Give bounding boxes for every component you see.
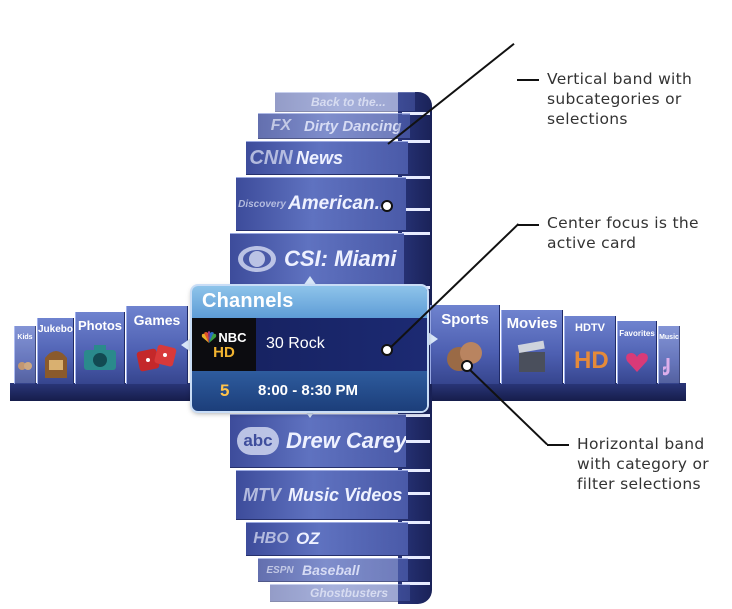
vertical-card-title: Ghostbusters [310,586,389,600]
vertical-card[interactable]: Ghostbusters [270,584,410,602]
category-card-hdtv[interactable]: HDTV HD [564,316,616,384]
channel-logo: ESPN [266,564,294,576]
callout-line-horizontal-h [547,444,569,446]
callout-dot [381,200,393,212]
up-arrow-icon [303,276,317,286]
category-card-movies[interactable]: Movies [501,310,563,384]
category-card-music[interactable]: Music [658,326,680,384]
network-logo: NBC HD [192,318,256,371]
vertical-card-title: Baseball [302,562,360,578]
vertical-card-title: Back to the... [311,95,386,109]
category-label: Sports [441,311,489,328]
band-separator [402,112,430,115]
category-label: Movies [506,315,558,332]
music-note-icon [663,358,670,376]
focus-show-title: 30 Rock [266,335,325,352]
vertical-card-title: Music Videos [288,484,403,505]
vertical-card-title: News [296,147,344,168]
vertical-card-title: Drew Carey [286,428,406,453]
category-label: Games [133,312,181,328]
jukebox-icon [44,351,67,378]
channel-logo: MTV [243,484,281,505]
network-name: NBC [218,329,247,345]
channel-logo: abc [230,427,286,455]
band-separator [402,492,430,495]
channel-logo: FX [270,117,292,134]
vertical-card[interactable]: Back to the... [275,92,415,112]
left-arrow-icon [181,338,191,352]
cbs-eye-logo [230,244,284,274]
channel-number: 5 [220,381,230,400]
camera-icon [84,345,116,370]
vertical-card-title: Dirty Dancing [304,117,402,135]
category-label: HDTV [575,322,605,334]
category-card-sports[interactable]: Sports [430,305,500,384]
vertical-card[interactable]: FX Dirty Dancing [258,113,410,139]
band-separator [402,176,430,179]
category-label: Music [659,334,679,341]
vertical-card[interactable]: HBO OZ [246,522,408,556]
active-focus-card[interactable]: Channels NBC HD 30 Rock 5 [192,286,427,411]
category-card-favorites[interactable]: Favorites [617,321,657,384]
channel-logo: Discovery [238,198,286,210]
category-label: Kids [17,334,33,341]
channel-logo: HBO [253,530,289,547]
band-separator [402,414,430,417]
category-card-games[interactable]: Games [126,306,188,384]
channel-logo: CNN [249,146,293,169]
right-arrow-icon [428,332,438,346]
kids-icon [18,362,32,370]
peacock-icon [202,331,217,343]
band-separator [402,232,430,235]
callout-line-vertical-h [517,79,539,81]
vertical-card-title: CSI: Miami [284,246,397,271]
band-separator [402,208,430,211]
vertical-card[interactable]: CNN News [246,141,408,175]
annotation-vertical-band: Vertical band with subcategories or sele… [547,70,693,128]
vertical-card[interactable]: MTV Music Videos [236,470,408,520]
band-separator [402,582,430,585]
annotation-center-focus: Center focus is the active card [547,214,699,252]
band-separator [402,140,430,143]
svg-text:HD: HD [574,347,608,372]
band-separator [402,469,430,472]
vertical-card-title: OZ [296,529,320,548]
annotation-horizontal-band: Horizontal band with category or filter … [577,435,709,493]
callout-line-center-h [517,224,539,226]
category-card-photos[interactable]: Photos [75,312,125,384]
category-label: Favorites [619,329,655,338]
vertical-card[interactable]: abc Drew Carey [230,414,406,468]
focus-card-body: NBC HD 30 Rock [192,318,427,371]
category-label: Jukebox [38,324,74,335]
category-label: Photos [77,318,123,333]
focus-card-title: Channels [202,290,294,312]
callout-dot [461,360,473,372]
callout-dot [381,344,393,356]
vertical-card[interactable]: Discovery American... [236,177,406,231]
heart-icon [626,353,648,372]
network-sub: HD [213,343,235,361]
time-range: 8:00 - 8:30 PM [258,382,359,399]
focus-card-footer: 5 8:00 - 8:30 PM [192,371,427,411]
focus-card-header: Channels [192,286,427,318]
band-separator [402,556,430,559]
vertical-card-title: American... [288,193,391,214]
dice-icon [136,344,177,372]
vertical-card[interactable]: CSI: Miami [230,233,404,285]
vertical-card[interactable]: ESPN Baseball [258,558,408,582]
hd-icon: HD [574,347,608,372]
category-card-kids[interactable]: Kids [14,326,36,384]
clapperboard-icon [517,340,545,372]
category-card-jukebox[interactable]: Jukebox [37,318,74,384]
band-separator [402,440,430,443]
band-separator [402,521,430,524]
